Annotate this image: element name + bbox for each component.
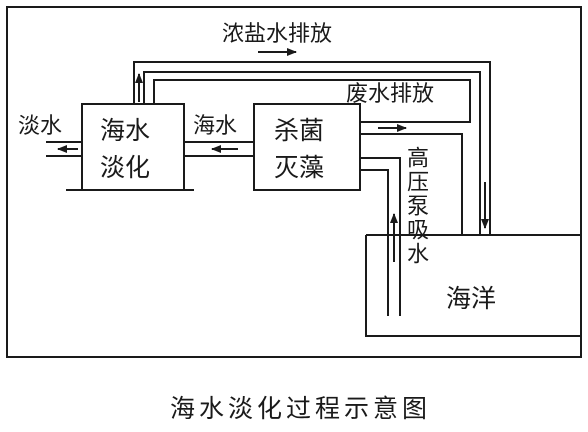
sterilize-box-label-line2: 灭藻 xyxy=(274,153,325,182)
sterilization-box xyxy=(253,103,361,191)
brine-pipe-outer xyxy=(133,61,491,235)
brine-discharge-label: 浓盐水排放 xyxy=(222,22,333,47)
desal-box-label-line2: 淡化 xyxy=(100,153,151,182)
seawater-label: 海水 xyxy=(193,114,238,139)
ocean-box-bottom xyxy=(365,235,581,337)
sterilize-box-label-line1: 杀菌 xyxy=(274,116,325,145)
ocean-label: 海洋 xyxy=(446,284,497,313)
fresh-water-label: 淡水 xyxy=(18,114,63,139)
pump-intake-label: 高压泵吸水 xyxy=(403,146,428,266)
desal-box-label-line1: 海水 xyxy=(100,116,151,145)
pump-pipe-inner xyxy=(360,169,389,316)
brine-pipe-inner xyxy=(143,71,481,235)
waste-discharge-label: 废水排放 xyxy=(346,82,435,107)
waste-pipe-lower xyxy=(360,133,463,235)
pump-pipe-outer xyxy=(360,157,401,316)
diagram-caption: 海水淡化过程示意图 xyxy=(170,394,432,423)
outer-frame xyxy=(6,6,582,358)
waste-pipe xyxy=(153,79,471,123)
